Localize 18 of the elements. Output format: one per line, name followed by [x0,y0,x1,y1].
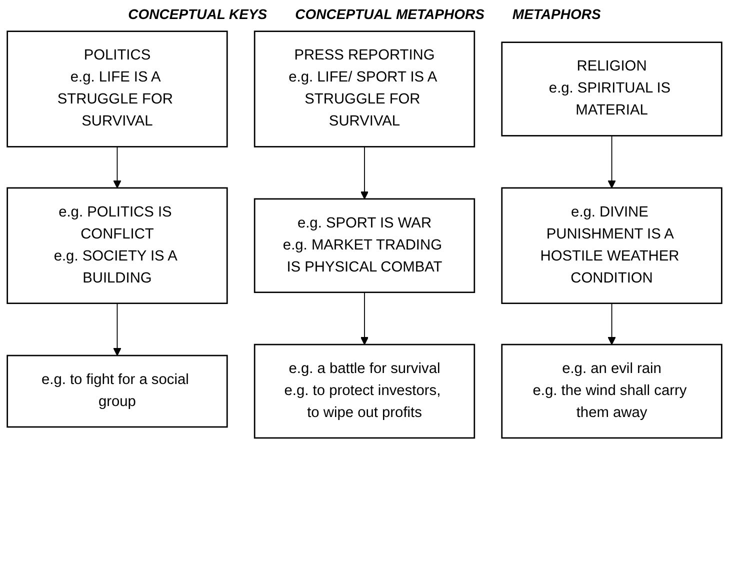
section-heading: CONCEPTUAL KEYS [128,6,268,22]
section-heading: METAPHORS [512,6,601,22]
node-box: e.g. SPORT IS WAR e.g. MARKET TRADING IS PHYSICAL COMBAT [254,198,476,294]
node-box: e.g. to fight for a social group [6,354,228,428]
node-box: POLITICS e.g. LIFE IS A STRUGGLE FOR SURVIVAL [6,30,228,148]
node-box: PRESS REPORTING e.g. LIFE/ SPORT IS A STRUGGLE FOR SURVIVAL [254,30,476,148]
arrow [113,146,122,188]
arrow [113,302,122,356]
node-box: RELIGION e.g. SPIRITUAL IS MATERIAL [501,42,722,136]
node-box: e.g. DIVINE PUNISHMENT IS A HOSTILE WEATHER CONDITION [501,187,722,304]
node-box: e.g. a battle for survival e.g. to protect investors, to wipe out profits [254,344,476,439]
arrow [360,292,369,345]
arrow [360,146,369,200]
node-box: e.g. an evil rain e.g. the wind shall carry them away [501,344,722,439]
arrow [608,302,616,345]
arrow [608,135,616,188]
node-box: e.g. POLITICS IS CONFLICT e.g. SOCIETY IS A BUILDING [6,187,228,304]
section-heading: CONCEPTUAL METAPHORS [295,6,484,22]
